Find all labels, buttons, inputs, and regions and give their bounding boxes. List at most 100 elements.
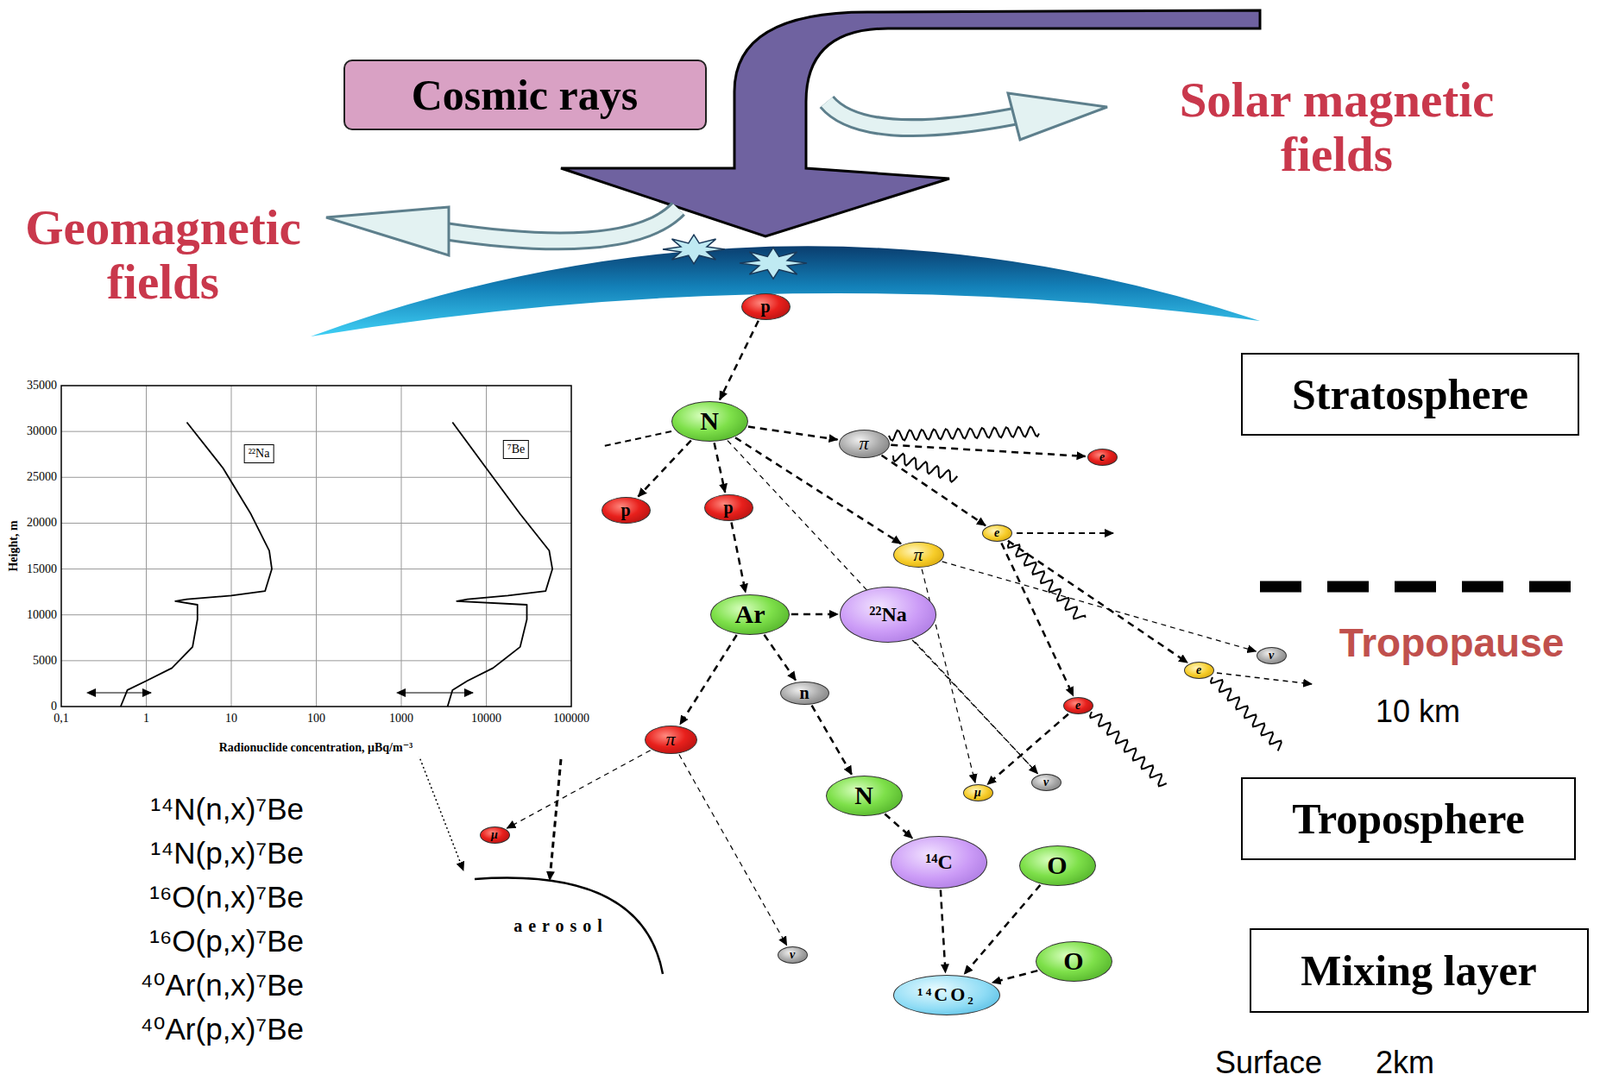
- decay-arrow: [731, 522, 746, 593]
- grid-line: [61, 614, 572, 616]
- decay-arrow: [963, 885, 1040, 975]
- pion: π: [644, 725, 698, 755]
- photon-wave: [893, 453, 958, 483]
- nitrogen-atom: N: [825, 775, 903, 817]
- axis-tick: 100: [307, 711, 326, 726]
- electron: e: [982, 524, 1013, 542]
- altitude-label: Surface: [1215, 1045, 1323, 1082]
- grid-line: [61, 431, 572, 433]
- neutrino: ν: [1256, 647, 1287, 665]
- reaction-text: ⁴⁰Ar(p,x)⁷Be: [139, 1012, 304, 1047]
- decay-arrow: [637, 440, 691, 498]
- impact-star: [662, 234, 725, 265]
- layer-box: Stratosphere: [1240, 352, 1580, 436]
- node-text: O: [1046, 850, 1067, 881]
- chart-ground: [0, 377, 605, 757]
- argon-atom: Ar: [710, 594, 790, 636]
- deflection-arrow: [444, 208, 679, 241]
- photon-wave: [1210, 677, 1282, 751]
- proton: p: [741, 293, 791, 321]
- range-arrow: [397, 692, 473, 694]
- axis-tick: 5000: [32, 654, 57, 668]
- node-text: e: [1196, 663, 1202, 678]
- axis-tick: 10000: [471, 711, 502, 726]
- photon-waves: [888, 427, 1282, 788]
- deflection-arrow: [826, 101, 1015, 128]
- decay-arrow: [940, 890, 946, 974]
- profile-curve: [120, 422, 272, 707]
- decay-arrow: [748, 427, 838, 441]
- axis-tick: 15000: [26, 562, 57, 577]
- carbon-14: ¹⁴C: [890, 836, 988, 889]
- axis-tick: 0,1: [53, 711, 70, 726]
- axis-title: Height, m: [6, 520, 21, 572]
- node-text: μ: [974, 786, 982, 800]
- reaction-text: ⁴⁰Ar(n,x)⁷Be: [139, 968, 304, 1003]
- photon-wave: [888, 427, 1040, 441]
- sodium-22: ²²Na: [839, 586, 937, 643]
- node-text: ¹⁴CO₂: [917, 983, 977, 1007]
- proton: p: [601, 497, 651, 524]
- node-text: Mixing layer: [1300, 945, 1538, 996]
- decay-arrow: [679, 755, 788, 946]
- range-arrow: [88, 692, 152, 694]
- reaction-text: ¹⁶O(n,x)⁷Be: [149, 880, 304, 915]
- node-text: e: [1099, 450, 1105, 465]
- node-text: e: [1075, 699, 1081, 713]
- decay-arrow: [881, 455, 987, 526]
- grid-line: [315, 385, 317, 707]
- aerosol-particle: [474, 878, 663, 975]
- impact-stars: [662, 234, 807, 279]
- grid-line: [61, 477, 572, 479]
- grid-line: [145, 385, 147, 707]
- decay-arrow: [1001, 543, 1073, 697]
- profile-chart: [61, 385, 572, 707]
- curve-tag: ⁷Be: [503, 440, 530, 460]
- grid-line: [231, 385, 233, 707]
- node-text: ν: [1268, 648, 1274, 663]
- neutrino: ν: [1031, 774, 1062, 792]
- decay-arrow: [942, 561, 1257, 652]
- node-text: ¹⁴C: [925, 850, 953, 875]
- reaction-text: ¹⁴N(n,x)⁷Be: [151, 792, 304, 827]
- node-text: μ: [491, 828, 498, 843]
- neutron: n: [780, 681, 830, 706]
- boundary-label: Tropopause: [1339, 619, 1565, 667]
- carbon-dioxide: ¹⁴CO₂: [893, 975, 1001, 1016]
- node-text: p: [620, 500, 630, 521]
- curve-tag: ²²Na: [244, 444, 275, 464]
- axis-tick: 100000: [553, 711, 590, 726]
- axis-title: Radionuclide concentration, μBq/m⁻³: [219, 740, 413, 756]
- axis-tick: 0: [50, 699, 57, 714]
- pion: π: [893, 541, 945, 568]
- decay-arrow: [884, 814, 913, 839]
- reaction-text: ¹⁴N(p,x)⁷Be: [151, 836, 304, 871]
- axis-tick: 25000: [26, 470, 57, 485]
- grid-line: [485, 385, 487, 707]
- decay-arrow: [912, 640, 1038, 775]
- node-text: n: [799, 683, 809, 704]
- grid-line: [61, 568, 572, 570]
- node-text: N: [854, 781, 874, 811]
- decay-arrow: [506, 750, 650, 829]
- node-text: p: [760, 296, 770, 317]
- axis-tick: 10: [225, 711, 238, 726]
- atmosphere-cap: [310, 245, 1260, 337]
- field-label: Geomagnetic fields: [0, 201, 328, 309]
- node-text: ²²Na: [869, 603, 908, 627]
- axis-tick: 20000: [26, 516, 57, 530]
- decay-arrow: [791, 613, 838, 617]
- node-text: O: [1063, 946, 1084, 977]
- decay-arrow: [764, 635, 797, 681]
- node-text: N: [699, 406, 719, 436]
- node-text: Stratosphere: [1291, 369, 1529, 420]
- deflection-arrowhead: [326, 207, 449, 256]
- field-label: Solar magnetic fields: [1172, 73, 1501, 182]
- axis-tick: 35000: [26, 378, 57, 393]
- deflection-arrowhead: [1007, 93, 1108, 140]
- grid-line: [401, 385, 403, 707]
- altitude-label: 10 km: [1375, 693, 1461, 731]
- decay-arrow: [992, 970, 1039, 983]
- node-text: e: [994, 526, 1000, 541]
- node-text: π: [858, 432, 869, 455]
